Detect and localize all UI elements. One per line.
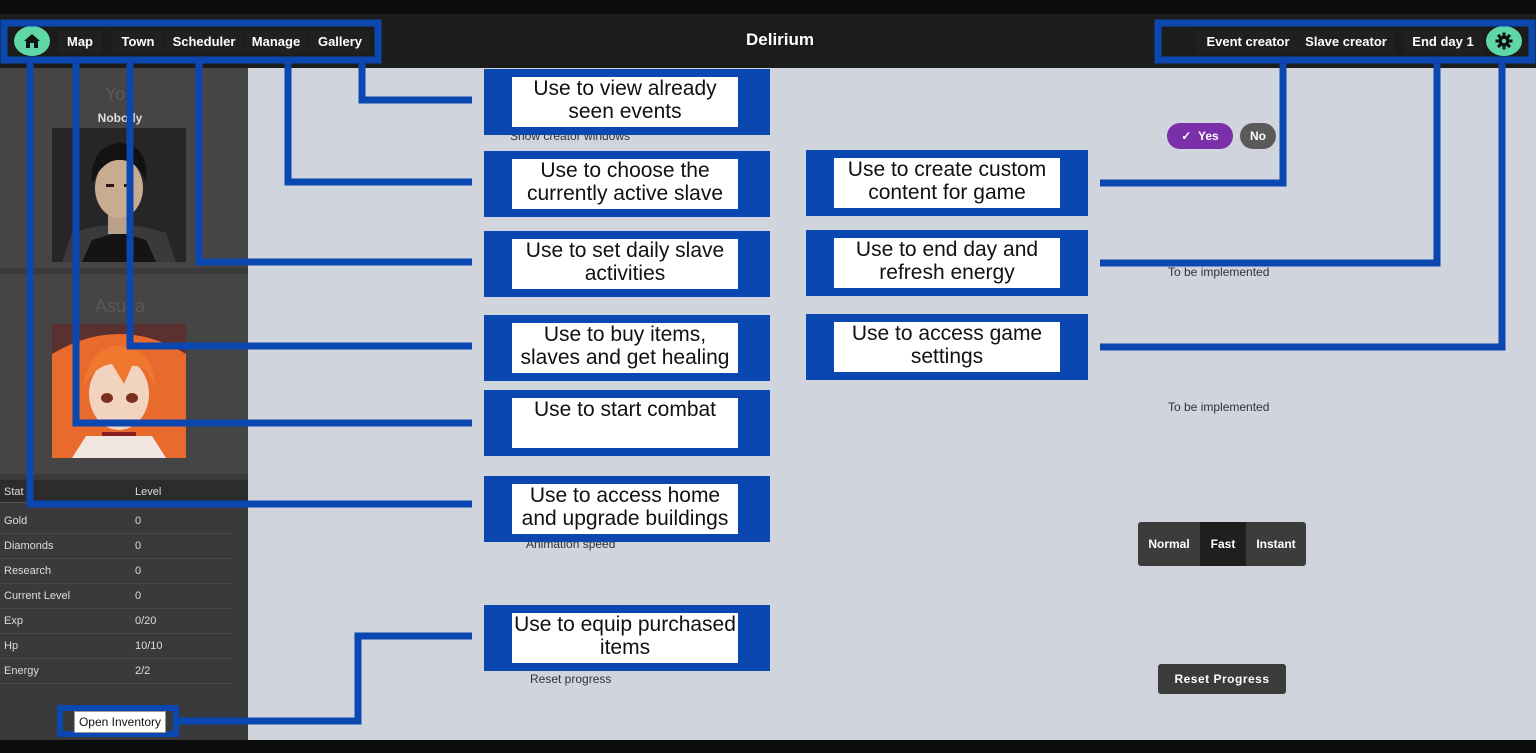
toggle-yes-label: Yes: [1198, 129, 1219, 143]
nav-event-creator-button[interactable]: Event creator: [1196, 30, 1300, 54]
stat-name: Gold: [4, 515, 28, 527]
callout-gallery: Use to view already seen events: [512, 77, 738, 127]
nav-slave-creator-button[interactable]: Slave creator: [1298, 30, 1394, 54]
game-window: Map Town Scheduler Manage Gallery Deliri…: [0, 14, 1536, 740]
character-sidebar: You Nobody Asuka: [0, 68, 248, 740]
nav-town-button[interactable]: Town: [112, 30, 164, 54]
stats-row: Exp 0/20: [0, 609, 232, 634]
stats-header-level: Level: [135, 486, 162, 498]
home-icon: [24, 34, 40, 48]
stat-name: Energy: [4, 665, 39, 677]
placeholder-text: To be implemented: [1168, 265, 1270, 279]
settings-button[interactable]: [1486, 26, 1522, 56]
toggle-yes[interactable]: ✓ Yes: [1167, 123, 1233, 149]
speed-normal[interactable]: Normal: [1138, 522, 1200, 566]
reset-progress-button[interactable]: Reset Progress: [1158, 664, 1286, 694]
stats-row: Hp 10/10: [0, 634, 232, 659]
open-inventory-button[interactable]: Open Inventory: [74, 711, 166, 733]
stats-table: Stat Level Gold 0 Diamonds 0 Research 0 Cur…: [0, 480, 248, 684]
callout-scheduler: Use to set daily slave activities: [512, 239, 738, 289]
slave-portrait: [52, 324, 186, 458]
stat-value: 0: [135, 540, 142, 552]
nav-manage-button[interactable]: Manage: [244, 30, 308, 54]
callout-town: Use to buy items, slaves and get healing: [512, 323, 738, 373]
home-button[interactable]: [14, 26, 50, 56]
gear-icon: [1495, 32, 1513, 50]
stats-row: Research 0: [0, 559, 232, 584]
stat-value: 2/2: [135, 665, 151, 677]
stat-name: Exp: [4, 615, 23, 627]
speed-instant[interactable]: Instant: [1246, 522, 1306, 566]
stat-name: Diamonds: [4, 540, 54, 552]
callout-home: Use to access home and upgrade buildings: [512, 484, 738, 534]
callout-manage: Use to choose the currently active slave: [512, 159, 738, 209]
stats-row: Energy 2/2: [0, 659, 232, 684]
placeholder-text: To be implemented: [1168, 400, 1270, 414]
stat-value: 0: [135, 590, 142, 602]
stat-value: 0: [135, 565, 142, 577]
stats-row: Current Level 0: [0, 584, 232, 609]
stat-name: Current Level: [4, 590, 71, 602]
end-day-button[interactable]: End day 1: [1404, 30, 1482, 54]
nav-gallery-button[interactable]: Gallery: [310, 30, 370, 54]
stat-name: Research: [4, 565, 52, 577]
stats-row: Gold 0: [0, 509, 232, 534]
animation-speed-selector: Normal Fast Instant: [1138, 522, 1306, 566]
reset-progress-label: Reset progress: [530, 672, 612, 686]
toggle-no[interactable]: No: [1240, 123, 1276, 149]
stat-value: 10/10: [135, 640, 163, 652]
app-title: Delirium: [745, 30, 815, 49]
stat-name: Hp: [4, 640, 19, 652]
check-icon: ✓: [1181, 129, 1199, 143]
stats-row: Diamonds 0: [0, 534, 232, 559]
speed-fast[interactable]: Fast: [1200, 522, 1246, 566]
nav-map-button[interactable]: Map: [58, 30, 102, 54]
slave-panel: Asuka: [0, 274, 248, 474]
stats-header-stat: Stat: [4, 486, 24, 498]
nav-scheduler-button[interactable]: Scheduler: [166, 30, 242, 54]
callout-settings: Use to access game settings: [834, 322, 1060, 372]
stat-value: 0: [135, 515, 142, 527]
callout-inventory: Use to equip purchased items: [512, 613, 738, 663]
callout-creator: Use to create custom content for game: [834, 158, 1060, 208]
callout-map: Use to start combat: [512, 398, 738, 448]
callout-end-day: Use to end day and refresh energy: [834, 238, 1060, 288]
tutorial-overlay: [0, 19, 1536, 737]
stat-value: 0/20: [135, 615, 157, 627]
